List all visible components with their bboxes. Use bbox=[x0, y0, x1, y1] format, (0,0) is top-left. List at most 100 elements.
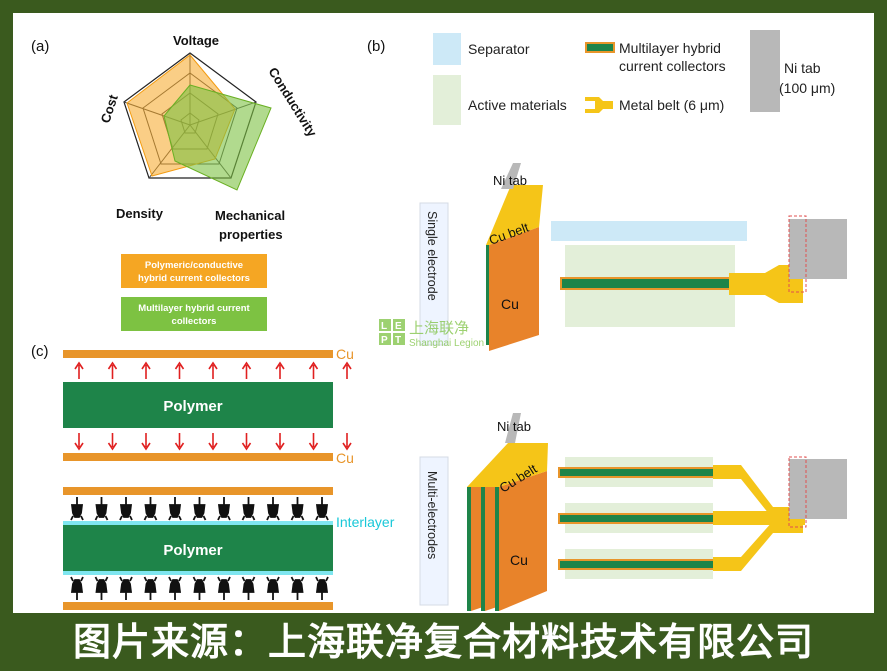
cu-foil-face bbox=[485, 483, 497, 611]
weld-zone-multi bbox=[788, 456, 807, 528]
multi-electrode-tag bbox=[419, 456, 449, 606]
cu-belt-multi bbox=[467, 443, 548, 487]
axis-label-voltage: Voltage bbox=[173, 33, 219, 48]
electrode-edge bbox=[495, 487, 499, 611]
arrow-up-icon bbox=[241, 361, 252, 379]
axis-label-cost: Cost bbox=[98, 92, 121, 125]
legend-nitab-text2: (100 μm) bbox=[779, 80, 835, 96]
ni-tab-topview-multi bbox=[789, 459, 847, 519]
current-collector-strip bbox=[558, 513, 716, 524]
legend-polymeric-line2: hybrid current collectors bbox=[138, 273, 250, 284]
adhesive-anchor-icon bbox=[192, 576, 207, 600]
legend-nitab-swatch bbox=[750, 30, 780, 112]
cu-foil-face bbox=[499, 471, 547, 611]
legend-multilayer-text2: current collectors bbox=[619, 58, 726, 74]
arrow-down-icon bbox=[74, 433, 84, 451]
cu-label-single: Cu bbox=[501, 296, 519, 312]
electrode-stack bbox=[467, 413, 548, 611]
single-electrode-tag bbox=[419, 202, 449, 346]
arrow-up-icon bbox=[342, 361, 352, 379]
polymer-label-bottom: Polymer bbox=[163, 542, 222, 559]
adhesive-anchor-icon bbox=[143, 497, 158, 521]
cu-label-bottom: Cu bbox=[336, 450, 354, 466]
current-collector-strip bbox=[558, 467, 716, 478]
radar-series-multilayer bbox=[163, 84, 272, 191]
panel-c-label: (c) bbox=[31, 343, 49, 360]
legend-separator-swatch bbox=[433, 33, 461, 65]
cu-label-multi: Cu bbox=[510, 552, 528, 568]
legend-multilayer-line2: collectors bbox=[172, 316, 217, 327]
adhesive-anchor-icon bbox=[119, 497, 133, 521]
panel-c-top: Cu Polymer Cu bbox=[63, 346, 354, 466]
legend-multilayer-box bbox=[121, 297, 267, 331]
arrow-up-icon bbox=[107, 361, 118, 379]
legend-nitab-text1: Ni tab bbox=[784, 60, 821, 76]
legend-active-swatch bbox=[433, 75, 461, 125]
legend-active-text: Active materials bbox=[468, 97, 567, 113]
adhesive-anchor-icon bbox=[241, 497, 256, 521]
logo-tile bbox=[379, 319, 391, 331]
adhesive-anchor-icon bbox=[94, 497, 109, 521]
arrow-up-icon bbox=[174, 361, 185, 379]
electrode-edge bbox=[467, 487, 471, 611]
adhesive-anchor-icon bbox=[315, 497, 329, 521]
metal-belt-multi bbox=[713, 465, 805, 571]
logo-tile bbox=[393, 333, 405, 345]
source-caption: 图片来源：上海联净复合材料技术有限公司 bbox=[0, 613, 887, 671]
arrow-up-icon bbox=[308, 361, 319, 379]
polymer-label-top: Polymer bbox=[163, 398, 222, 415]
cu-layer-top bbox=[63, 350, 333, 358]
adhesive-anchor-icon bbox=[143, 576, 158, 600]
logo-tile bbox=[379, 333, 391, 345]
adhesive-anchor-icon bbox=[217, 497, 231, 521]
interlayer-top bbox=[63, 521, 333, 525]
axis-label-conductivity: Conductivity bbox=[265, 65, 320, 140]
arrow-down-icon bbox=[141, 433, 151, 451]
legend-multilayer-line1: Multilayer hybrid current bbox=[138, 303, 250, 314]
metal-belt-icon bbox=[585, 97, 613, 113]
metal-belt-single bbox=[729, 265, 803, 303]
adhesive-anchor-icon bbox=[168, 576, 182, 600]
legend-polymeric-box bbox=[121, 254, 267, 288]
arrow-down-icon bbox=[342, 433, 352, 451]
cu-layer-bottom bbox=[63, 453, 333, 461]
cu-belt bbox=[486, 185, 543, 245]
cu-foil-face bbox=[489, 227, 539, 351]
adhesive-anchor-icon bbox=[70, 497, 84, 521]
figure-svg: (a) Voltage Conductivity Mechanical prop… bbox=[31, 30, 847, 611]
current-collector-strip bbox=[558, 559, 716, 570]
legend-separator-text: Separator bbox=[468, 41, 530, 57]
legend-multilayer-text1: Multilayer hybrid bbox=[619, 40, 721, 56]
arrow-up-icon bbox=[208, 361, 218, 379]
arrow-down-icon bbox=[208, 433, 218, 451]
arrow-down-icon bbox=[308, 433, 319, 451]
logo-letter: T bbox=[395, 335, 401, 346]
legend-multilayer-swatch bbox=[585, 42, 615, 53]
arrow-down-icon bbox=[241, 433, 252, 451]
legend-polymeric-line1: Polymeric/conductive bbox=[145, 260, 243, 271]
radar-chart: Voltage Conductivity Mechanical properti… bbox=[98, 33, 321, 242]
interlayer-label: Interlayer bbox=[336, 514, 395, 530]
arrow-down-icon bbox=[107, 433, 118, 451]
ni-tab-single bbox=[501, 163, 521, 189]
watermark-en: Shanghai Legion bbox=[409, 338, 484, 349]
adhesive-anchor-icon bbox=[290, 576, 305, 600]
adhesive-anchor-icon bbox=[192, 497, 207, 521]
panel-b-label: (b) bbox=[367, 38, 385, 55]
interlayer-bottom bbox=[63, 571, 333, 575]
arrow-up-icon bbox=[74, 361, 84, 379]
logo-letter: L bbox=[381, 321, 387, 332]
adhesive-anchor-icon bbox=[217, 576, 231, 600]
arrow-down-icon bbox=[174, 433, 185, 451]
multi-electrode-section: Multi-electrodes Ni tab Cu belt Cu bbox=[419, 413, 847, 611]
adhesive-anchor-icon bbox=[70, 576, 84, 600]
electrode-edge bbox=[481, 487, 485, 611]
panel-a-label: (a) bbox=[31, 38, 49, 55]
logo-letter: P bbox=[381, 335, 388, 346]
panel-c-bottom: Interlayer Polymer bbox=[63, 487, 395, 610]
adhesive-anchor-icon bbox=[290, 497, 305, 521]
cu-label-top: Cu bbox=[336, 346, 354, 362]
current-collector-strip bbox=[560, 277, 732, 290]
adhesive-anchor-icon bbox=[94, 576, 109, 600]
weld-zone-single bbox=[788, 215, 807, 293]
